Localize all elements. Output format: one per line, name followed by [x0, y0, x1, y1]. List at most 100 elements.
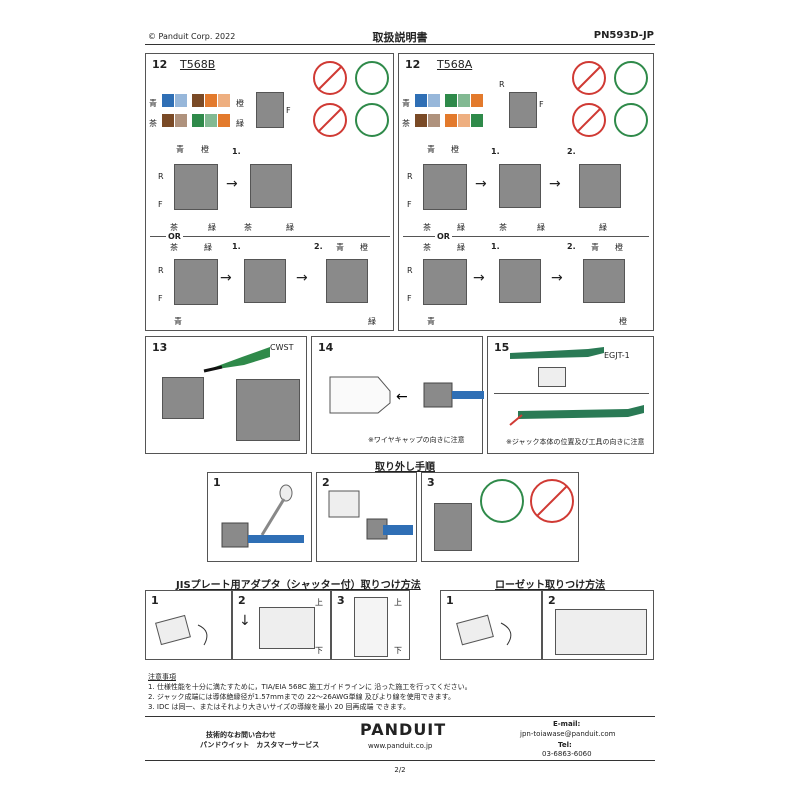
wire-cap-diagram: ←	[329, 376, 484, 414]
r-label: R	[499, 80, 505, 89]
down-label: 下	[394, 646, 402, 655]
rosette-title: ローゼット取りつけ方法	[495, 580, 606, 591]
jack-wired-diagram	[174, 259, 218, 305]
removal-step1-diagram	[221, 484, 304, 548]
divider	[150, 236, 390, 237]
color-brown-label: 茶	[402, 119, 410, 128]
color-orange-label: 橙	[201, 145, 209, 154]
correct-incorrect-icons	[480, 479, 574, 523]
cutter-tool-icon	[203, 347, 270, 373]
color-green-label: 緑	[208, 223, 216, 232]
notes-heading: 注意事項	[148, 673, 176, 681]
plate-diagram	[354, 597, 388, 657]
jack-diagram	[538, 367, 566, 387]
jack-step2-diagram	[579, 164, 621, 208]
contact-line-2: パンドウイット カスタマーサービス	[200, 741, 320, 749]
step-1-label: 1.	[491, 147, 500, 156]
tel-label: Tel:	[558, 741, 572, 749]
step-number: 1	[151, 594, 159, 607]
step15-panel: 15 EGJT-1 ※ジャック本体の位置及び工具の向きに注意	[487, 336, 654, 454]
color-green-label: 緑	[457, 223, 465, 232]
removal-title: 取り外し手順	[375, 462, 435, 473]
color-orange-label: 橙	[619, 317, 627, 326]
color-brown-label: 茶	[499, 223, 507, 232]
divider	[403, 236, 649, 237]
f-label: F	[158, 294, 163, 303]
note-2: 2. ジャック成端には導体絶縁径が1.57mmまでの 22～26AWG単線 及び…	[148, 693, 455, 701]
f-label: F	[407, 294, 412, 303]
rosette-step1-diagram	[456, 614, 512, 646]
jis-step2-panel: 2 ↓ 上 下	[232, 590, 331, 660]
up-label: 上	[315, 598, 323, 607]
jack-wired-diagram	[174, 164, 218, 210]
step-number: 2	[322, 476, 330, 489]
arrow-right-icon: →	[296, 270, 308, 286]
panduit-logo: PANDUIT	[360, 720, 447, 739]
f-label: F	[158, 200, 163, 209]
step-1-label: 1.	[232, 147, 241, 156]
standard-label: T568A	[437, 58, 473, 71]
step-number: 12	[405, 58, 421, 71]
tool-label: EGJT-1	[604, 351, 630, 360]
email-link[interactable]: jpn-toiawase@panduit.com	[520, 730, 616, 738]
step-number: 15	[494, 341, 510, 354]
r-label: R	[407, 266, 413, 275]
step-2-label: 2.	[567, 242, 576, 251]
adapter-diagram	[259, 607, 315, 649]
jack-wired-diagram	[423, 164, 467, 210]
step-1-label: 1.	[232, 242, 241, 251]
color-green-label: 緑	[236, 119, 244, 128]
rosette-step2-panel: 2	[542, 590, 654, 660]
jis-step3-panel: 3 上 下	[331, 590, 410, 660]
jack-step2-diagram	[583, 259, 625, 303]
step-number: 2	[548, 594, 556, 607]
down-label: 下	[315, 646, 323, 655]
step14-panel: 14 ← ※ワイヤキャップの向きに注意	[311, 336, 484, 454]
arrow-right-icon: →	[551, 270, 563, 286]
step-2-label: 2.	[567, 147, 576, 156]
jack-step1-diagram	[499, 259, 541, 303]
jack-closeup-diagram	[236, 379, 300, 441]
step-number: 2	[238, 594, 246, 607]
color-orange-label: 橙	[615, 243, 623, 252]
step-2-label: 2.	[314, 242, 323, 251]
tel-number: 03-6863-6060	[542, 750, 592, 758]
f-label: F	[286, 106, 291, 115]
arrow-down-icon: ↓	[239, 613, 251, 629]
step-number: 3	[337, 594, 345, 607]
removal-step2-panel: 2	[316, 472, 417, 562]
part-number: PN593D-JP	[593, 30, 654, 41]
jack-icon	[256, 92, 284, 128]
color-blue-label: 青	[176, 145, 184, 154]
r-label: R	[407, 172, 413, 181]
wire-color-legend	[162, 94, 232, 134]
color-blue-label: 青	[174, 317, 182, 326]
arrow-right-icon: →	[226, 176, 238, 192]
standard-label: T568B	[180, 58, 216, 71]
jack-step1-diagram	[250, 164, 292, 208]
removal-step1-panel: 1	[207, 472, 312, 562]
step13-panel: 13 CWST	[145, 336, 307, 454]
arrow-right-icon: →	[549, 176, 561, 192]
wire-color-legend	[415, 94, 485, 134]
f-label: F	[407, 200, 412, 209]
color-blue-label: 青	[591, 243, 599, 252]
step-number: 14	[318, 341, 334, 354]
copyright: © Panduit Corp. 2022	[148, 32, 236, 41]
color-blue-label: 青	[402, 99, 410, 108]
footer-rule	[145, 716, 655, 717]
jis-step1-diagram	[155, 614, 208, 646]
color-green-label: 緑	[368, 317, 376, 326]
website-link[interactable]: www.panduit.co.jp	[368, 742, 433, 750]
tool-label: CWST	[270, 343, 294, 352]
color-brown-label: 茶	[423, 223, 431, 232]
or-label: OR	[435, 232, 452, 241]
jack-step1-diagram	[244, 259, 286, 303]
color-brown-label: 茶	[423, 243, 431, 252]
termination-tool-icon	[510, 347, 604, 359]
color-blue-label: 青	[427, 145, 435, 154]
jack-step1-diagram	[499, 164, 541, 208]
color-brown-label: 茶	[170, 223, 178, 232]
step-number: 3	[427, 476, 435, 489]
color-green-label: 緑	[599, 223, 607, 232]
